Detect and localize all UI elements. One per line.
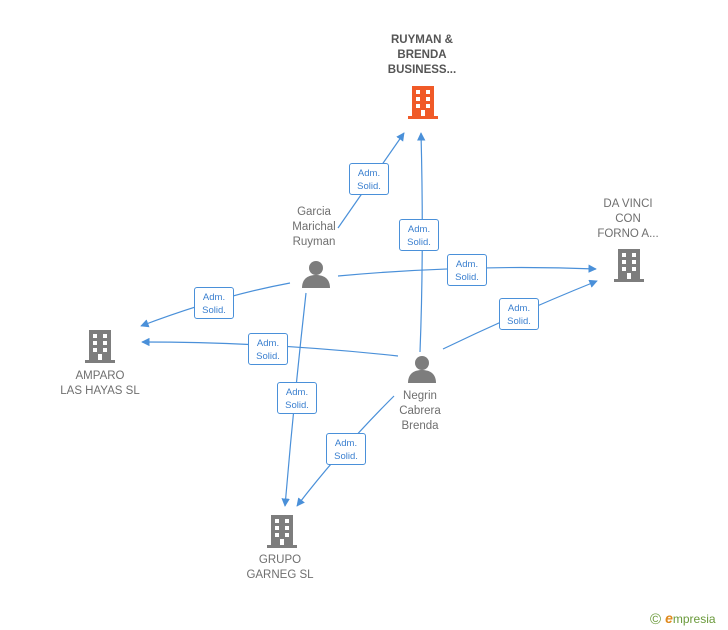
edge-badge-garcia-da-vinci[interactable]: Adm. Solid.: [447, 254, 487, 286]
edge-badge-negrin-da-vinci[interactable]: Adm. Solid.: [499, 298, 539, 330]
edge-badge-line: Adm.: [507, 303, 531, 314]
edge-badge-line: Solid.: [285, 400, 309, 411]
node-label-grupo-garneg[interactable]: GRUPO GARNEG SL: [230, 553, 330, 583]
node-label-garcia[interactable]: Garcia Marichal Ruyman: [274, 205, 354, 250]
edge-badge-negrin-grupo-garneg[interactable]: Adm. Solid.: [326, 433, 366, 465]
edge-badge-line: Solid.: [334, 451, 358, 462]
person-icon[interactable]: [301, 259, 331, 289]
node-label-amparo[interactable]: AMPARO LAS HAYAS SL: [40, 369, 160, 399]
edge-badge-line: Solid.: [407, 237, 431, 248]
node-label-line: Negrin: [403, 390, 437, 402]
node-label-line: Cabrera: [399, 405, 441, 417]
node-label-line: LAS HAYAS SL: [60, 385, 140, 397]
edge-badge-negrin-ruyman-brenda[interactable]: Adm. Solid.: [399, 219, 439, 251]
brand-initial: e: [665, 610, 673, 626]
node-label-line: CON: [615, 213, 641, 225]
node-label-line: GARNEG SL: [246, 569, 314, 581]
edge-badge-negrin-amparo[interactable]: Adm. Solid.: [248, 333, 288, 365]
edge-badge-line: Adm.: [334, 438, 358, 449]
edge-badge-garcia-amparo[interactable]: Adm. Solid.: [194, 287, 234, 319]
copyright-icon: ©: [650, 611, 662, 628]
edge-badge-line: Adm.: [407, 224, 431, 235]
node-label-line: Marichal: [292, 221, 336, 233]
node-label-line: RUYMAN &: [391, 34, 453, 46]
person-icon[interactable]: [407, 354, 437, 384]
node-label-line: GRUPO: [258, 554, 302, 566]
node-label-line: Ruyman: [292, 236, 336, 248]
node-label-line: DA VINCI: [603, 198, 653, 210]
node-label-line: Garcia: [297, 206, 331, 218]
edge-badge-line: Adm.: [285, 387, 309, 398]
edge-badge-line: Adm.: [455, 259, 479, 270]
edge-badge-garcia-grupo-garneg[interactable]: Adm. Solid.: [277, 382, 317, 414]
building-icon[interactable]: [266, 513, 298, 549]
building-icon[interactable]: [84, 328, 116, 364]
node-label-line: BUSINESS...: [387, 64, 457, 76]
node-label-line: Brenda: [401, 420, 439, 432]
edge-badge-line: Adm.: [357, 168, 381, 179]
edge-badge-line: Solid.: [357, 181, 381, 192]
node-label-line: BRENDA: [397, 49, 447, 61]
edge-badge-garcia-ruyman-brenda[interactable]: Adm. Solid.: [349, 163, 389, 195]
edge-badge-line: Solid.: [202, 305, 226, 316]
node-label-line: AMPARO: [75, 370, 125, 382]
brand-name: mpresia: [672, 612, 716, 626]
edge-badge-line: Solid.: [455, 272, 479, 283]
building-icon[interactable]: [407, 84, 439, 120]
node-label-negrin[interactable]: Negrin Cabrera Brenda: [380, 389, 460, 434]
edge-badge-line: Adm.: [256, 338, 280, 349]
node-label-ruyman-brenda[interactable]: RUYMAN & BRENDA BUSINESS...: [372, 33, 472, 78]
edge-badge-line: Solid.: [256, 351, 280, 362]
brand-logo[interactable]: ©empresia: [650, 610, 716, 628]
building-icon[interactable]: [613, 247, 645, 283]
node-label-da-vinci[interactable]: DA VINCI CON FORNO A...: [578, 197, 678, 242]
edge-badge-line: Solid.: [507, 316, 531, 327]
node-label-line: FORNO A...: [597, 228, 659, 240]
edge-badge-line: Adm.: [202, 292, 226, 303]
